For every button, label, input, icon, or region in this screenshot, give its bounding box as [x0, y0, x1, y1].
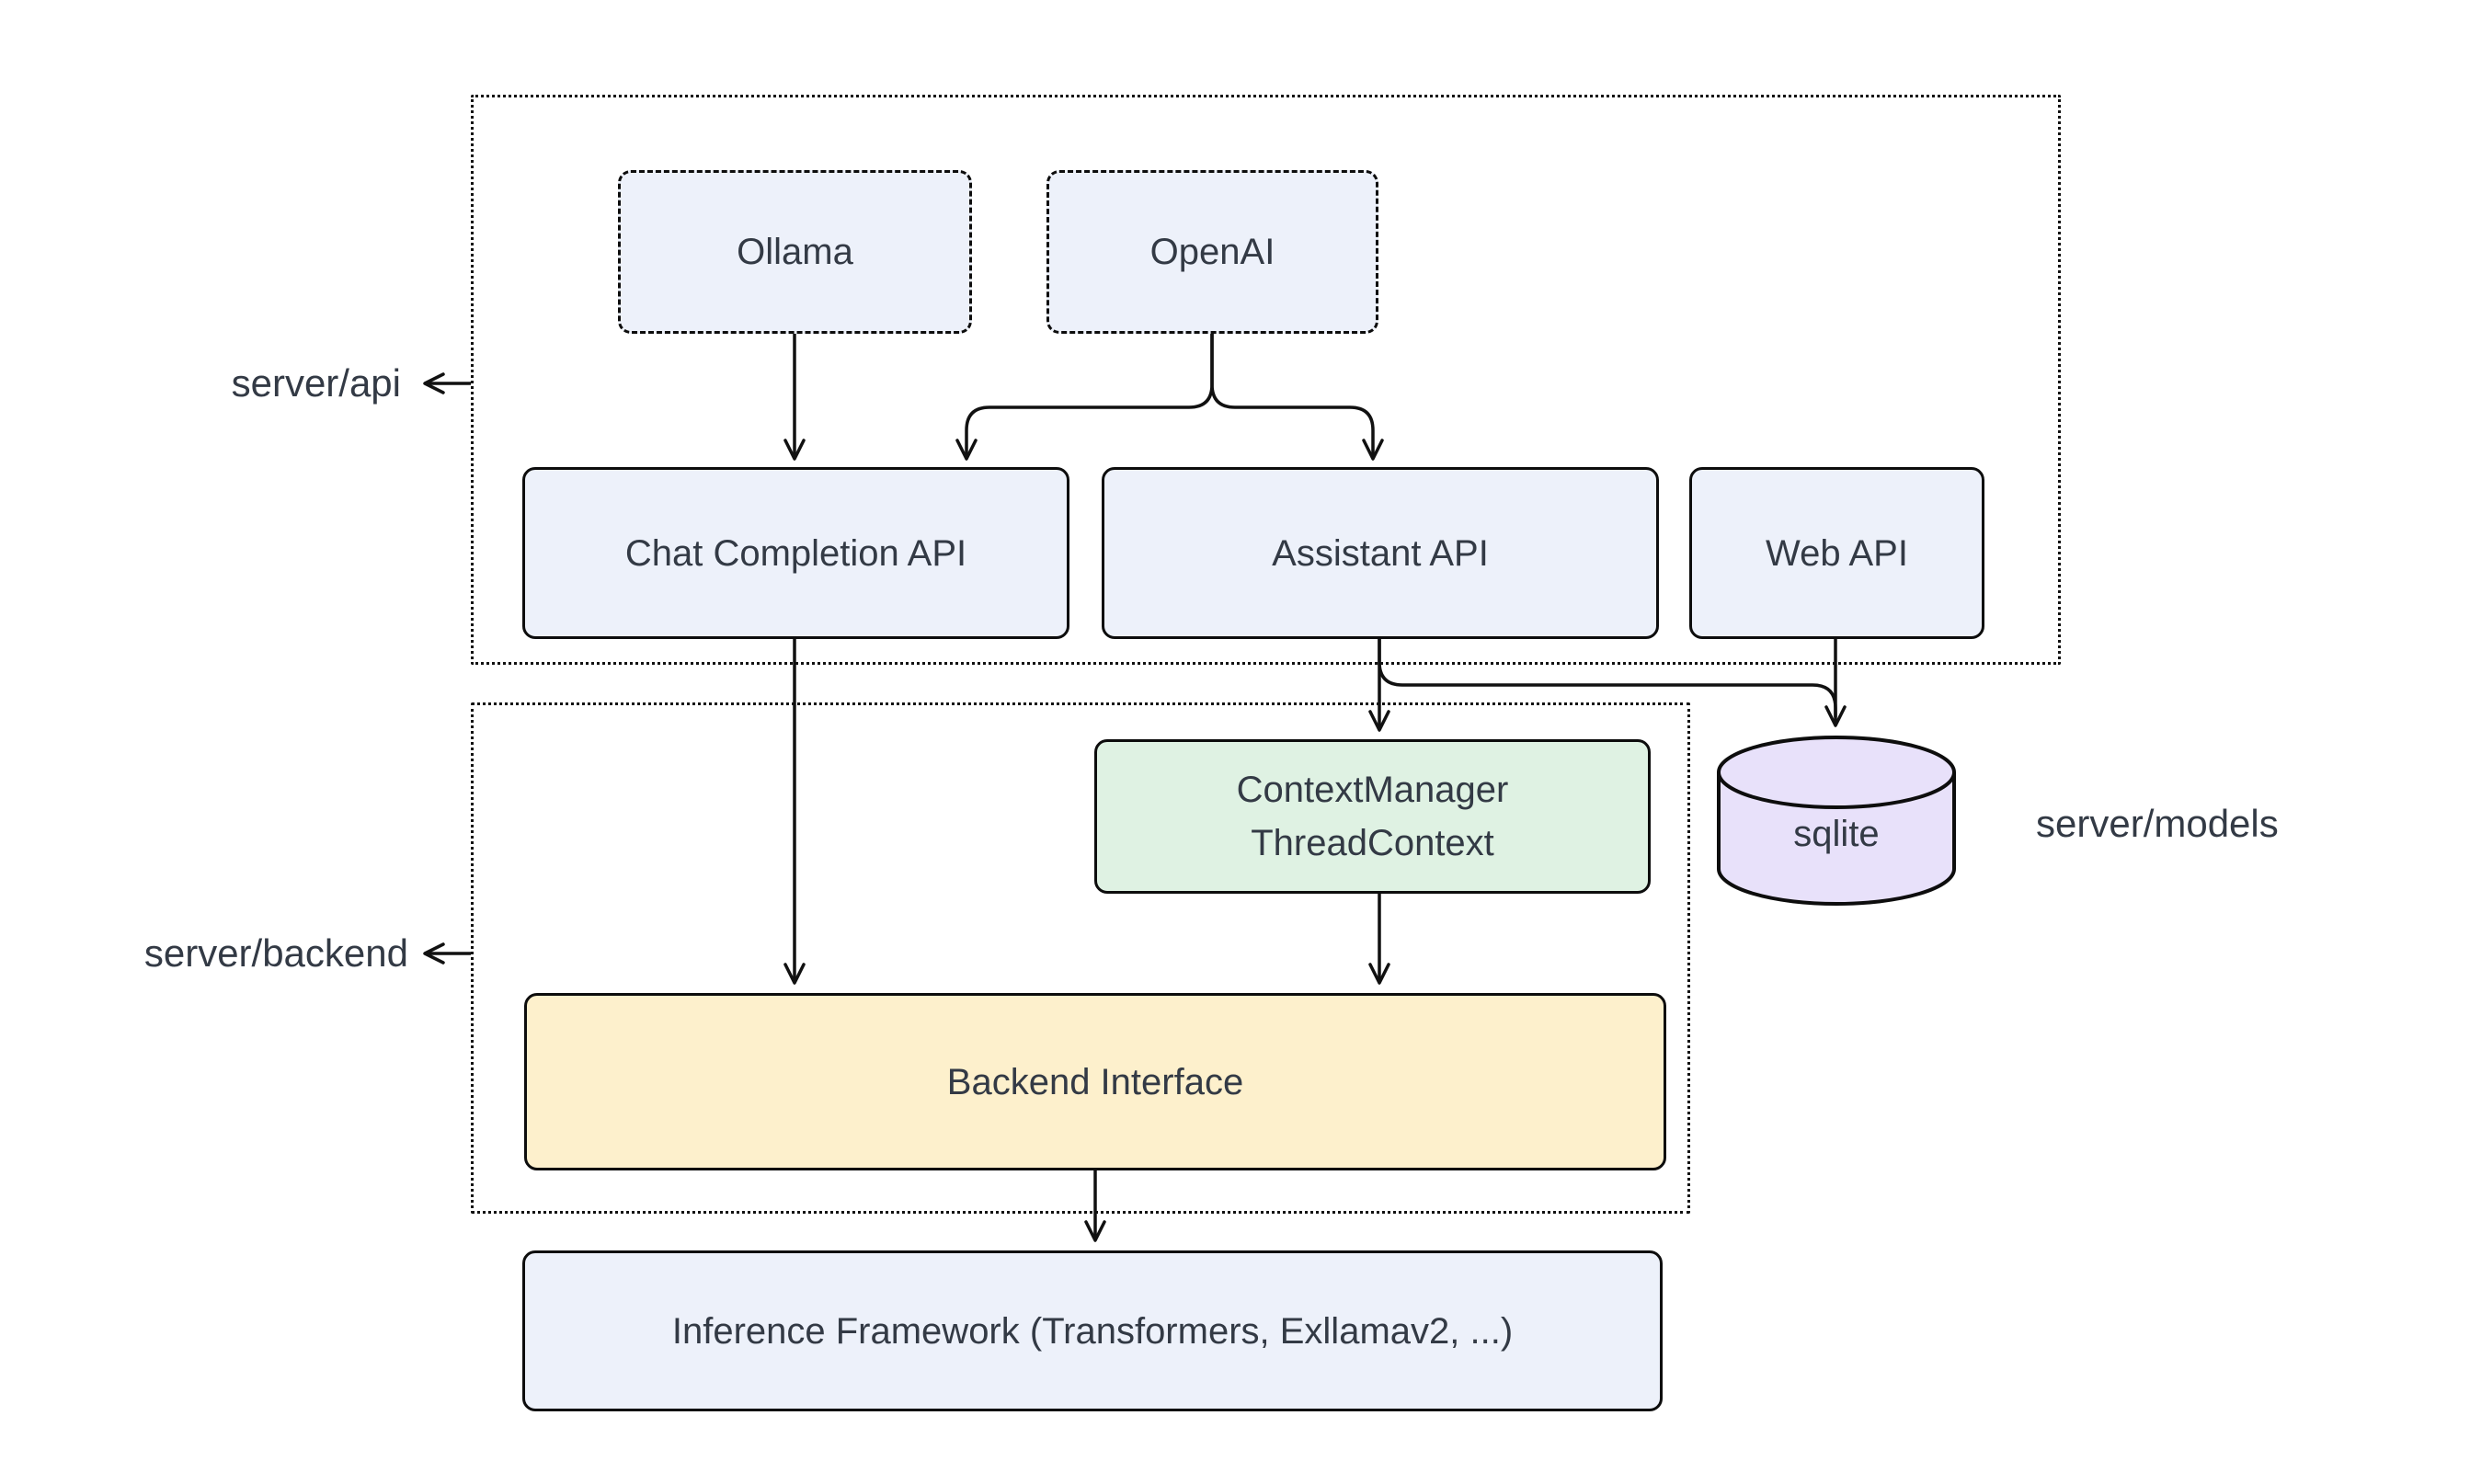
node-inference-framework-label: Inference Framework (Transformers, Exlla… [671, 1310, 1514, 1352]
node-web-api: Web API [1689, 467, 1984, 639]
group-server-backend [471, 702, 1690, 1214]
node-context-manager-label-line2: ThreadContext [1251, 823, 1494, 863]
node-assistant-api: Assistant API [1102, 467, 1659, 639]
node-openai: OpenAI [1046, 170, 1378, 334]
sqlite-cylinder-top [1717, 736, 1956, 809]
node-context-manager-label-line1: ContextManager [1236, 770, 1509, 810]
node-chat-completion-api-label: Chat Completion API [624, 532, 967, 574]
group-label-server-backend: server/backend [143, 931, 408, 975]
node-ollama: Ollama [618, 170, 972, 334]
node-sqlite-label: sqlite [1793, 814, 1880, 854]
node-backend-interface: Backend Interface [524, 993, 1666, 1170]
group-label-server-api: server/api [231, 361, 401, 405]
node-inference-framework: Inference Framework (Transformers, Exlla… [522, 1250, 1663, 1411]
node-ollama-label: Ollama [737, 232, 853, 272]
node-backend-interface-label: Backend Interface [946, 1061, 1244, 1102]
node-web-api-label: Web API [1766, 532, 1908, 574]
node-chat-completion-api: Chat Completion API [522, 467, 1069, 639]
group-server-api [471, 95, 2061, 665]
node-openai-label: OpenAI [1149, 232, 1275, 272]
node-context-manager: ContextManager ThreadContext [1094, 739, 1651, 894]
node-assistant-api-label: Assistant API [1272, 532, 1489, 574]
group-label-server-models: server/models [2036, 802, 2279, 845]
